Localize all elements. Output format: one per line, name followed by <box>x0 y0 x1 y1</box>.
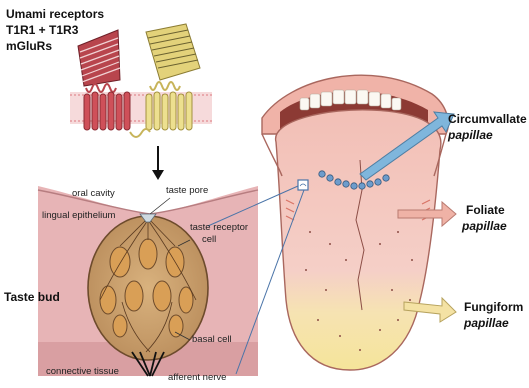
foliate-label: Foliate <box>466 203 505 217</box>
taste-receptor-label-line2: cell <box>202 234 216 245</box>
taste-bud-label: Taste bud <box>4 290 60 304</box>
oral-cavity-label: oral cavity <box>72 188 115 199</box>
receptor-title-line3: mGluRs <box>6 38 52 54</box>
tongue-illustration <box>262 75 448 370</box>
foliate-sub-label: papillae <box>462 219 507 233</box>
receptor-illustration <box>70 24 212 180</box>
receptor-title-line1: Umami receptors <box>6 6 104 22</box>
t1r1-receptor <box>78 30 130 130</box>
circumvallate-sub-label: papillae <box>448 128 493 142</box>
receptor-title-line2: T1R1 + T1R3 <box>6 22 78 38</box>
connective-tissue-label: connective tissue <box>46 366 119 377</box>
lingual-epithelium-label: lingual epithelium <box>42 210 115 221</box>
taste-receptor-label-line1: taste receptor <box>190 222 248 233</box>
tongue-body <box>276 110 441 370</box>
fungiform-label: Fungiform <box>464 300 523 314</box>
taste-pore-label: taste pore <box>166 185 208 196</box>
magnified-area-box <box>298 180 308 190</box>
basal-cell-label: basal cell <box>192 334 232 345</box>
circumvallate-label: Circumvallate <box>448 112 527 126</box>
fungiform-sub-label: papillae <box>464 316 509 330</box>
afferent-nerve-label: afferent nerve <box>168 372 226 383</box>
